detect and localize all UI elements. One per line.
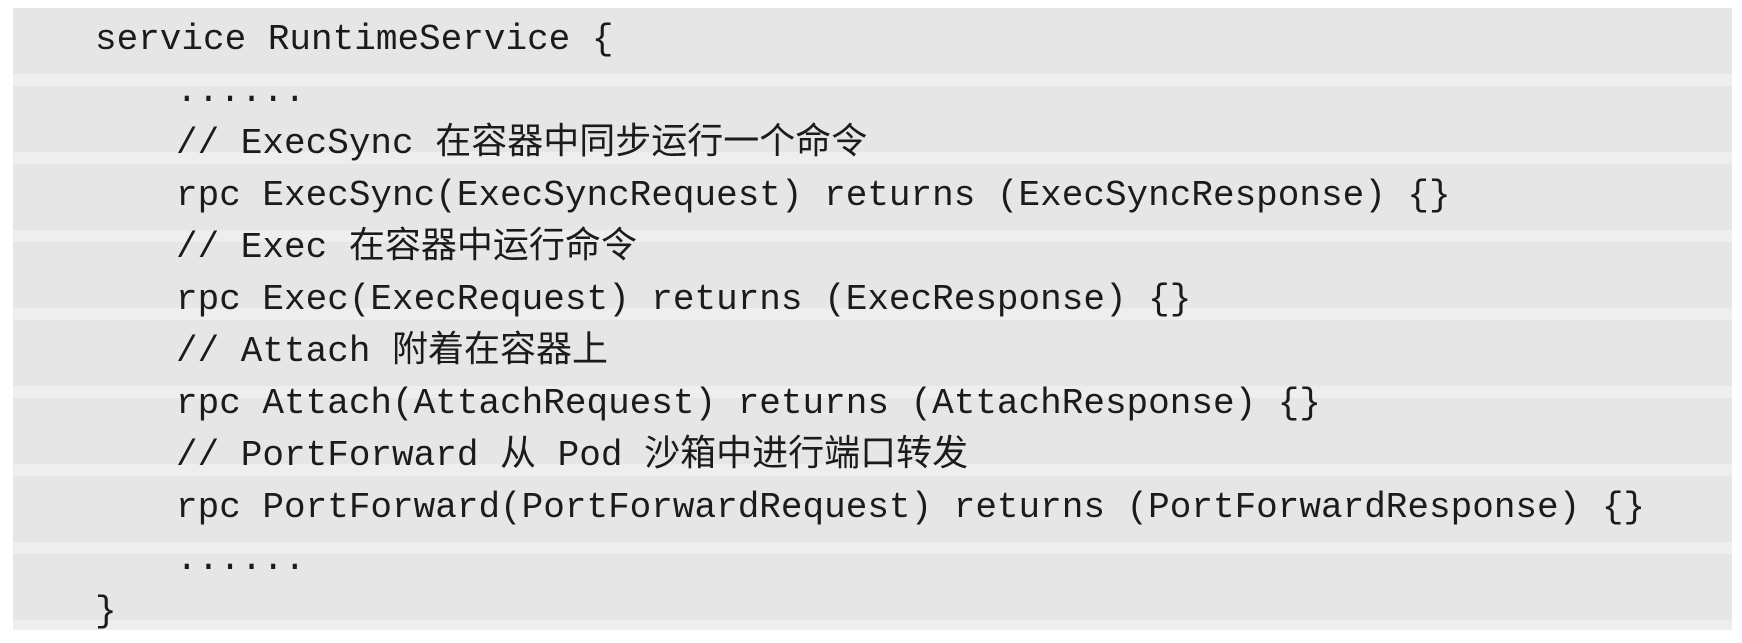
code-line-rpc-exec: rpc Exec(ExecRequest) returns (ExecRespo… [176,279,1192,320]
code-line-comment-attach: // Attach 附着在容器上 [176,331,609,372]
code-line-rpc-attach: rpc Attach(AttachRequest) returns (Attac… [176,383,1321,424]
code-line-comment-exec: // Exec 在容器中运行命令 [176,227,637,268]
code-line-rpc-portforward: rpc PortForward(PortForwardRequest) retu… [176,487,1646,528]
code-line-ellipsis-top: ...... [176,71,306,112]
code-line-comment-execsync: // ExecSync 在容器中同步运行一个命令 [176,123,868,164]
code-block: service RuntimeService { ...... // ExecS… [13,8,1732,632]
code-line-service-close: } [95,591,117,632]
code-line-service-open: service RuntimeService { [95,19,614,60]
code-line-rpc-execsync: rpc ExecSync(ExecSyncRequest) returns (E… [176,175,1451,216]
code-line-comment-portforward: // PortForward 从 Pod 沙箱中进行端口转发 [176,435,969,476]
code-line-ellipsis-bottom: ...... [176,539,306,580]
